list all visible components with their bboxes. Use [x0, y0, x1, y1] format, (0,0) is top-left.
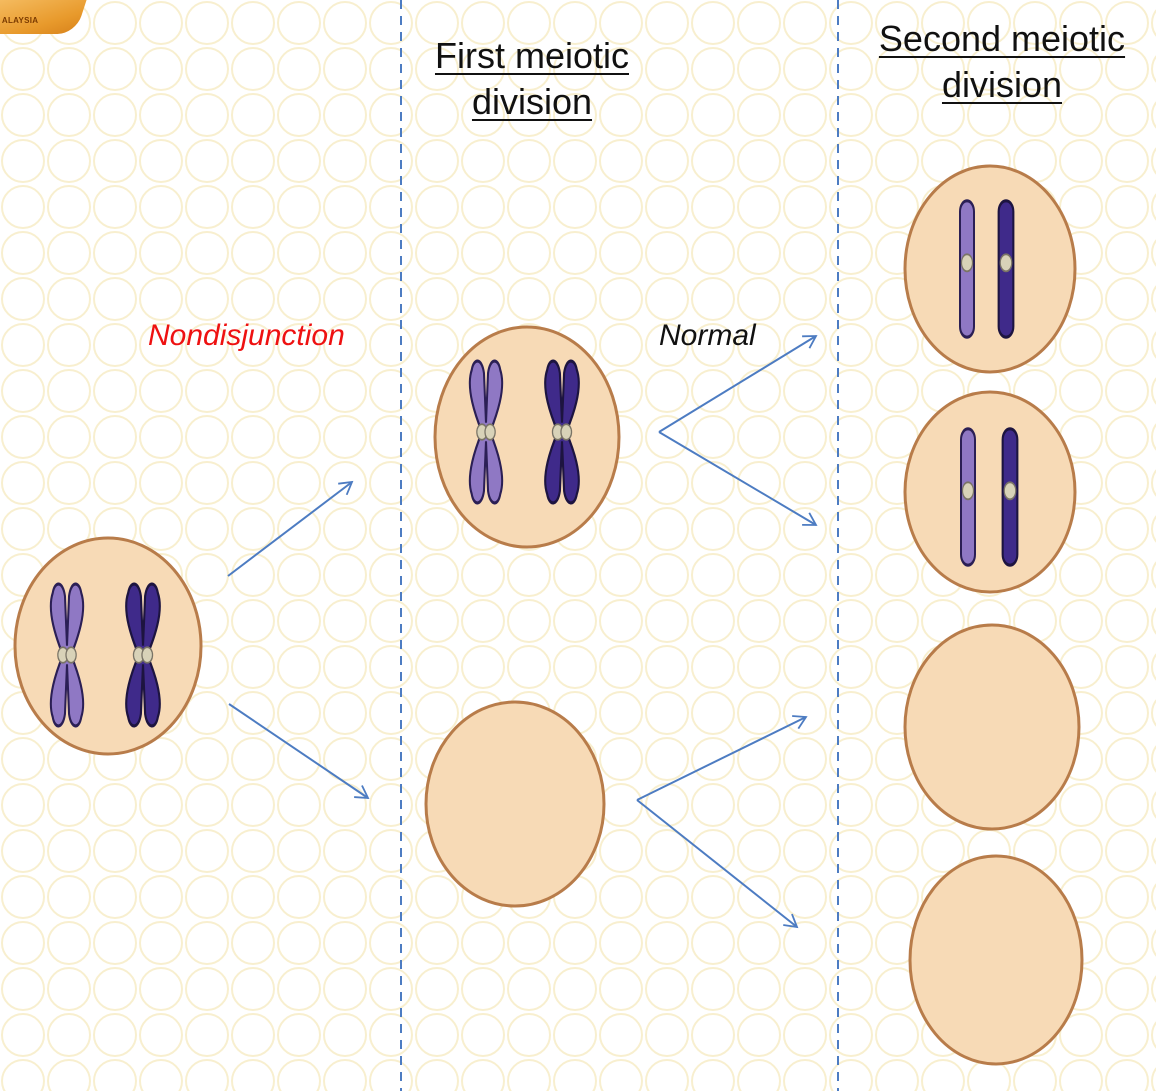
heading-second-meiotic-division: Second meiotic division: [848, 16, 1156, 108]
second-division-cell-4: [910, 856, 1082, 1064]
heading-first-line-2: division: [382, 79, 682, 125]
arrow-to-first-top: [228, 482, 352, 576]
parent-cell: [15, 538, 201, 754]
first-division-cell-bottom: [426, 702, 604, 906]
arrow-to-second-3: [637, 717, 806, 800]
heading-first-meiotic-division: First meiotic division: [382, 33, 682, 125]
second-division-cell-2: [905, 392, 1075, 592]
first-division-cell-top: [435, 327, 619, 547]
chromosome-light: [960, 201, 974, 337]
chromosome-dark: [999, 201, 1014, 337]
chromosome-dark: [1003, 429, 1018, 565]
heading-first-line-1: First meiotic: [382, 33, 682, 79]
second-division-cell-3: [905, 625, 1079, 829]
chromosome-light: [961, 429, 975, 565]
normal-label: Normal: [659, 318, 756, 354]
second-division-cell-1: [905, 166, 1075, 372]
arrow-to-second-4: [637, 800, 797, 927]
arrow-to-second-2: [659, 432, 816, 525]
arrow-to-first-bottom: [229, 704, 368, 798]
heading-second-line-1: Second meiotic: [848, 16, 1156, 62]
heading-second-line-2: division: [848, 62, 1156, 108]
nondisjunction-label: Nondisjunction: [148, 318, 345, 354]
